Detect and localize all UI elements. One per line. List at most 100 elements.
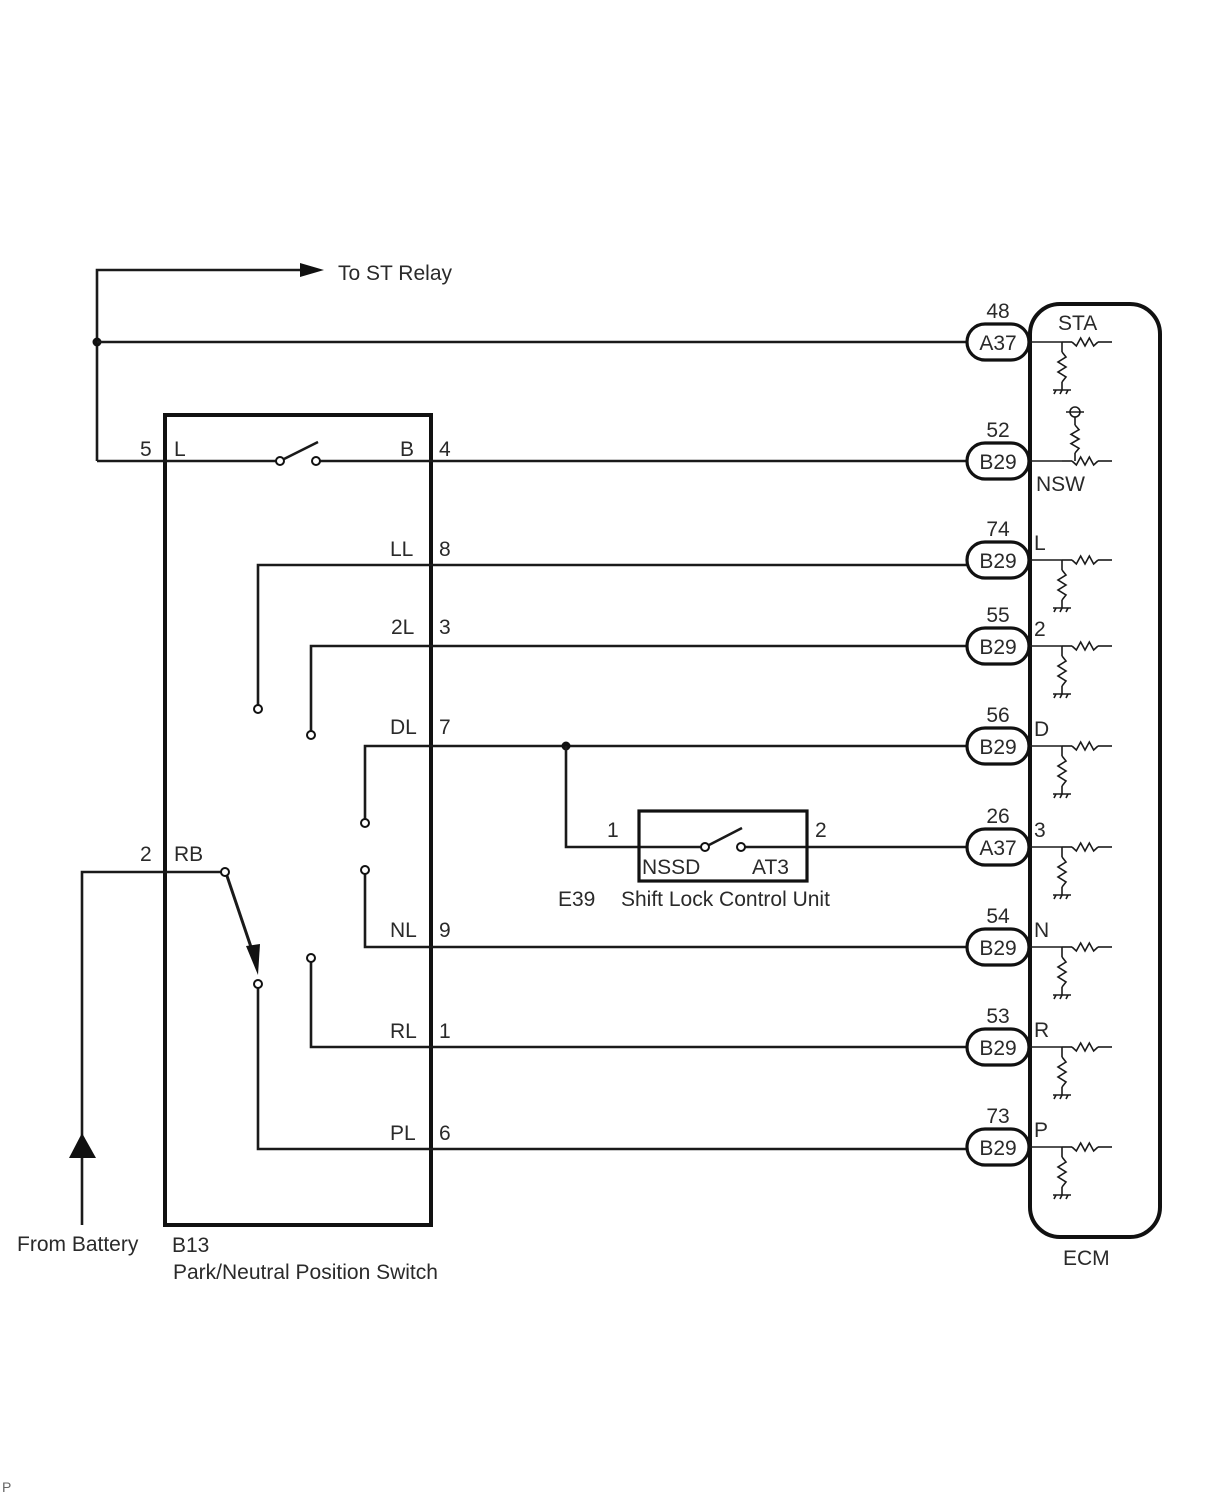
component-code: E39 xyxy=(558,888,595,911)
resistor-icon xyxy=(1071,455,1099,467)
ecm-signal-name: D xyxy=(1034,718,1049,741)
ecm-pin-number: 56 xyxy=(986,704,1009,727)
terminal-label: RL xyxy=(390,1020,417,1043)
ground-icon xyxy=(1065,607,1069,613)
resistor-icon xyxy=(1056,1056,1068,1088)
component-name: Park/Neutral Position Switch xyxy=(173,1261,438,1284)
ground-icon xyxy=(1059,1194,1063,1200)
ecm-signal-name: 2 xyxy=(1034,618,1046,641)
ecm-pin-number: 52 xyxy=(986,419,1009,442)
terminal-label: AT3 xyxy=(752,856,789,879)
connector-pill xyxy=(965,1027,1031,1067)
resistor-icon xyxy=(1056,1156,1068,1188)
connector-code: A37 xyxy=(979,332,1016,355)
resistor-icon xyxy=(1071,740,1099,752)
pin-label: 2 xyxy=(815,819,827,842)
terminal-label: LL xyxy=(390,538,413,561)
ecm-signal-name: L xyxy=(1034,532,1046,555)
ground-icon xyxy=(1053,894,1057,900)
corner-mark: P xyxy=(2,1479,11,1495)
wire-rb: 2 RB From Battery xyxy=(17,843,260,1256)
switch-contact-icon xyxy=(283,440,319,461)
pin-label: 1 xyxy=(439,1020,451,1043)
resistor-icon xyxy=(1071,841,1099,853)
pin-label: 8 xyxy=(439,538,451,561)
wire-pl: PL 6 xyxy=(253,979,968,1151)
ground-icon xyxy=(1053,793,1057,799)
pin-label: 2 xyxy=(140,843,152,866)
switch-contact-icon xyxy=(708,826,743,847)
terminal-label: NSSD xyxy=(642,856,700,879)
ecm-signal-name: STA xyxy=(1058,312,1097,335)
ecm-pin-number: 48 xyxy=(986,300,1009,323)
connector-code: B29 xyxy=(979,937,1016,960)
resistor-icon xyxy=(1056,655,1068,687)
pin-label: 7 xyxy=(439,716,451,739)
ecm-connection-row: B29 74L xyxy=(965,518,1112,613)
ecm-label: ECM xyxy=(1063,1247,1110,1270)
ground-icon xyxy=(1065,1194,1069,1200)
connector-code: B29 xyxy=(979,636,1016,659)
resistor-icon xyxy=(1071,941,1099,953)
st-relay-feed: To ST Relay xyxy=(92,262,452,461)
connector-code: B29 xyxy=(979,550,1016,573)
from-battery-label: From Battery xyxy=(17,1233,139,1256)
pin-label: 6 xyxy=(439,1122,451,1145)
ground-icon xyxy=(1065,894,1069,900)
ground-icon xyxy=(1059,389,1063,395)
terminal-label: B xyxy=(400,438,414,461)
ground-icon xyxy=(1059,994,1063,1000)
ground-icon xyxy=(1053,1194,1057,1200)
connector-pill xyxy=(965,726,1031,766)
wire-nl: NL 9 xyxy=(360,865,968,949)
terminal-label: PL xyxy=(390,1122,416,1145)
pin-label: 4 xyxy=(439,438,451,461)
ecm-pin-number: 55 xyxy=(986,604,1009,627)
ecm-connection-row: B29 55 2 xyxy=(965,604,1112,699)
component-name: Shift Lock Control Unit xyxy=(621,888,830,911)
resistor-icon xyxy=(1056,956,1068,988)
ecm-pin-number: 74 xyxy=(986,518,1010,541)
arrow-down-icon xyxy=(246,944,260,975)
connector-code: A37 xyxy=(979,837,1016,860)
ground-icon xyxy=(1059,793,1063,799)
terminal-label: 2L xyxy=(391,616,414,639)
resistor-icon xyxy=(1056,856,1068,888)
ecm-signal-name: 3 xyxy=(1034,819,1046,842)
ground-icon xyxy=(1059,1094,1063,1100)
wire-ll: LL 8 xyxy=(253,538,968,714)
ecm-connectors: A3748STAB2952NSWB2974LB29552B2956DA37263… xyxy=(965,300,1112,1200)
shift-lock-control-unit: 1 2 NSSD AT3 E39 Shift Lock Control Unit xyxy=(558,746,968,911)
wire-2l: 2L 3 xyxy=(306,616,968,740)
arrow-right-icon xyxy=(300,263,324,277)
component-code: B13 xyxy=(172,1234,209,1257)
terminal-label: RB xyxy=(174,843,203,866)
ground-icon xyxy=(1065,693,1069,699)
connector-pill xyxy=(965,927,1031,967)
pin-label: 5 xyxy=(140,438,152,461)
switch-l-b: 5 L B 4 xyxy=(97,438,968,466)
resistor-icon xyxy=(1069,424,1081,454)
terminal-label: L xyxy=(174,438,186,461)
pin-label: 1 xyxy=(607,819,619,842)
terminal-label: DL xyxy=(390,716,417,739)
connector-pill xyxy=(965,626,1031,666)
resistor-icon xyxy=(1071,640,1099,652)
connector-code: B29 xyxy=(979,451,1016,474)
resistor-icon xyxy=(1056,755,1068,787)
ground-icon xyxy=(1059,894,1063,900)
connector-pill xyxy=(965,441,1031,481)
connector-pill xyxy=(965,1127,1031,1167)
resistor-icon xyxy=(1056,351,1068,383)
ground-icon xyxy=(1065,994,1069,1000)
ecm-signal-name: P xyxy=(1034,1119,1048,1142)
ground-icon xyxy=(1053,994,1057,1000)
